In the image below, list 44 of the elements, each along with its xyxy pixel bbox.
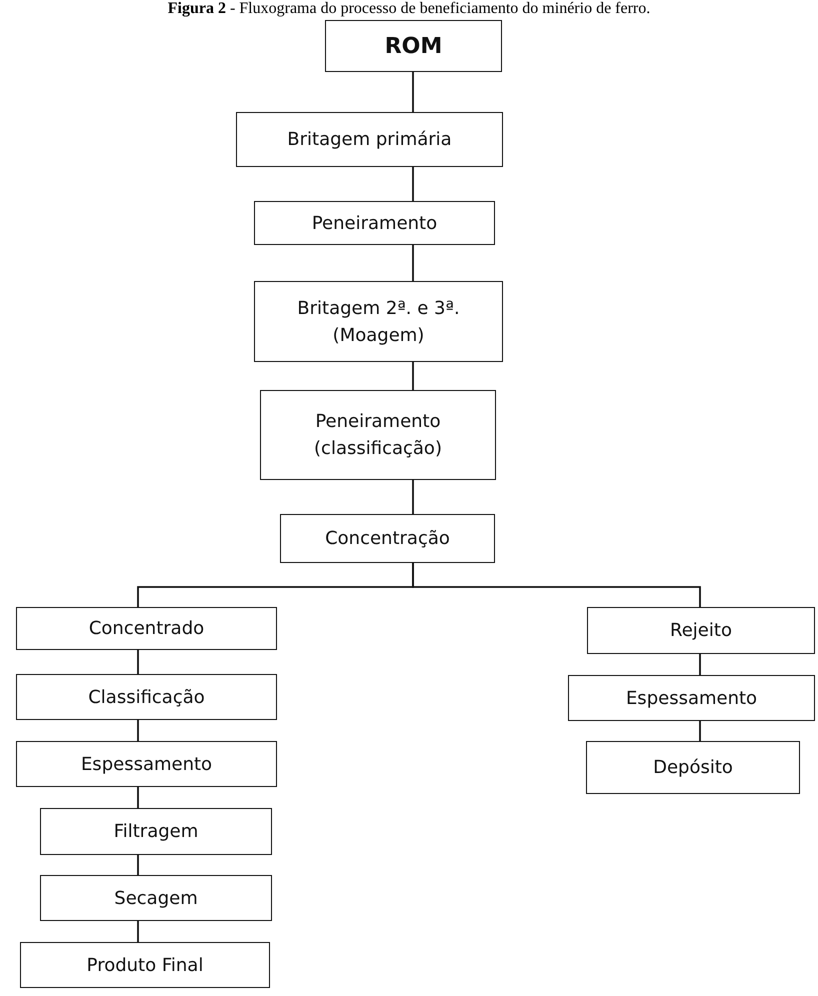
connector-line [699,654,701,675]
step-label: Espessamento [626,686,758,710]
process-box [280,514,495,563]
step-label: Britagem 2ª. e 3ª. (Moagem) [296,296,461,348]
figure-caption: Figura 2 - Fluxograma do processo de beneficiamento do minério de ferro. [166,0,652,18]
connector-line [412,167,414,201]
step-label: Espessamento [80,752,212,776]
connector-line [412,362,414,390]
step-label: Produto Final [86,954,204,978]
process-box [254,281,503,362]
process-box [260,390,496,480]
step-label: ROM [384,32,442,60]
step-label: Secagem [114,886,198,910]
connector-line [137,720,139,741]
connector-line [412,72,414,112]
connector-line [137,855,139,875]
step-label: Concentrado [88,617,204,641]
step-label: Filtragem [114,820,198,844]
process-box [254,201,495,245]
process-box [20,942,270,988]
process-box [16,674,277,720]
process-box [16,607,277,650]
process-box [16,741,277,787]
process-box [236,112,503,167]
step-label: Rejeito [670,619,732,643]
connector-line [699,721,701,741]
process-box [568,675,815,721]
process-box [325,20,502,72]
connector-line [412,563,701,607]
process-box [586,741,800,794]
step-label: Depósito [653,756,733,780]
connector-line [412,480,414,514]
connector-line [137,787,139,808]
step-label: Peneiramento (classificação) [313,410,443,461]
process-box [587,607,815,654]
connector-line [137,650,139,674]
step-label: Britagem primária [287,128,452,152]
process-box [40,808,272,855]
step-label: Classificação [88,686,205,710]
step-label: Concentração [325,527,450,551]
process-box [40,875,272,921]
step-label: Peneiramento [312,212,438,236]
connector-line [137,921,139,942]
connector-line [412,245,414,281]
